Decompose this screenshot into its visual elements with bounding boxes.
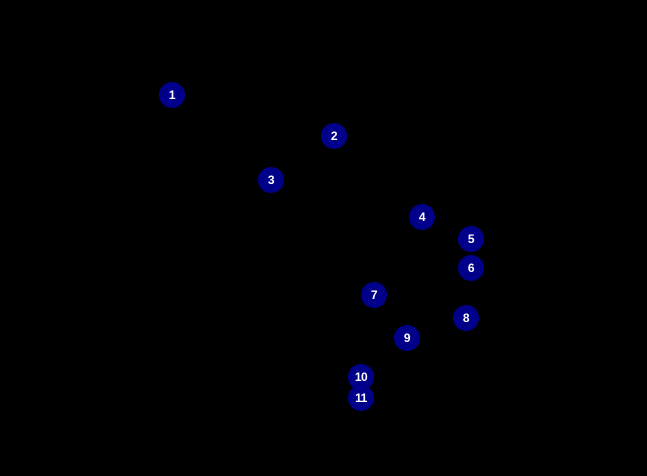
som-marker-4[interactable]: 4 (409, 204, 435, 230)
som-marker-3[interactable]: 3 (258, 167, 284, 193)
som-marker-1[interactable]: 1 (159, 82, 185, 108)
som-marker-7[interactable]: 7 (361, 282, 387, 308)
som-marker-5[interactable]: 5 (458, 226, 484, 252)
som-marker-9[interactable]: 9 (394, 325, 420, 351)
som-marker-2[interactable]: 2 (321, 123, 347, 149)
som-marker-8[interactable]: 8 (453, 305, 479, 331)
som-marker-11[interactable]: 11 (348, 385, 374, 411)
som-marker-6[interactable]: 6 (458, 255, 484, 281)
